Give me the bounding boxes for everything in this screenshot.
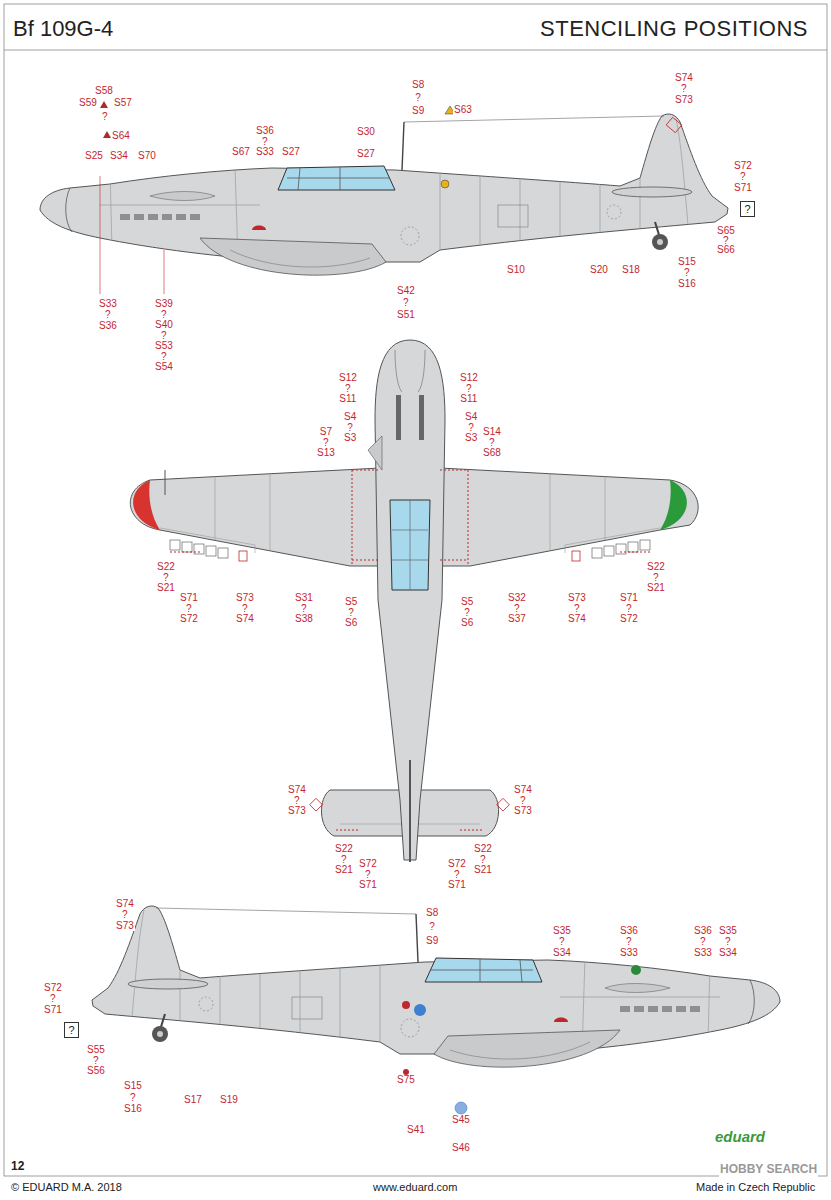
page-title: STENCILING POSITIONS (540, 16, 808, 42)
callout-number: S74 ? S73 (513, 785, 533, 817)
callout-number: S27 (356, 149, 376, 160)
callout-number: S74 ? S73 (287, 785, 307, 817)
callout-number: S71 ? S72 (619, 593, 639, 625)
callout-number: S39 ? S40 ? S53 ? S54 (154, 299, 174, 373)
callout-number: S36 ? S33 (255, 126, 275, 158)
callout-number: S4 ? S3 (343, 412, 357, 444)
plan-view (130, 340, 698, 862)
markers (100, 101, 682, 1114)
callout-number: S74 ? S73 (674, 72, 694, 105)
callout-number: S18 (621, 265, 641, 276)
callout-number: S19 (219, 1095, 239, 1106)
callout-number: S74 ? S73 (115, 898, 135, 931)
callout-number: S7 ? S13 (316, 427, 336, 459)
page-number: 12 (10, 1160, 25, 1174)
callout-number: S72 ? S71 (43, 982, 63, 1015)
callout-number: S8 ? S9 (411, 78, 425, 117)
callout-number: S72 ? S71 (358, 859, 378, 891)
callout-number: S72 ? S71 (733, 160, 753, 193)
callout-number: S58 (94, 86, 114, 97)
box-text: ? (741, 203, 754, 215)
callout-number: S45 (451, 1115, 471, 1126)
callout-number: S22 ? S21 (646, 562, 666, 594)
callout-number: S64 (111, 131, 131, 142)
reference-box: ? (64, 1022, 79, 1038)
callout-number: S5 ? S6 (460, 597, 474, 629)
callout-number: S59 (78, 98, 98, 109)
callout-number: S22 ? S21 (473, 844, 493, 876)
brand-logo: eduard (714, 1128, 766, 1145)
callout-number: S17 (183, 1095, 203, 1106)
copyright: © EDUARD M.A. 2018 (10, 1181, 123, 1194)
callout-number: S75 (396, 1075, 416, 1086)
callout-number: S15 ? S16 (677, 256, 697, 289)
callout-number: S5 ? S6 (344, 597, 358, 629)
callout-number: S12 ? S11 (338, 373, 358, 405)
callout-number: S70 (137, 151, 157, 162)
callout-number: S32 ? S37 (507, 593, 527, 625)
callout-number: S10 (506, 265, 526, 276)
callout-number: S36 ? S33 (693, 925, 713, 958)
callout-number: S55 ? S56 (86, 1045, 106, 1077)
callout-number: S27 (281, 147, 301, 158)
callout-number: S42 ? S51 (396, 285, 416, 321)
callout-number: S41 (406, 1125, 426, 1136)
callout-number: S63 (453, 105, 473, 116)
callout-number: S35 ? S34 (552, 925, 572, 958)
callout-number: S33 ? S36 (98, 298, 118, 331)
callout-number: S30 (356, 127, 376, 138)
callout-number: S31 ? S38 (294, 593, 314, 625)
callout-number: S65 ? S66 (716, 226, 736, 255)
callout-number: S22 ? S21 (334, 844, 354, 876)
callout-number: S15 ? S16 (123, 1080, 143, 1115)
aircraft-type: Bf 109G-4 (12, 16, 114, 41)
callout-number: S46 (451, 1143, 471, 1154)
callout-number: S71 ? S72 (179, 593, 199, 625)
callout-number: S22 ? S21 (156, 562, 176, 594)
callout-number: S25 (84, 151, 104, 162)
callout-number: S4 ? S3 (464, 412, 478, 444)
callout-number: S14 ? S68 (482, 427, 502, 459)
callout-number: S12 ? S11 (459, 373, 479, 405)
callout-number: S8 ? S9 (425, 906, 439, 948)
callout-number: ? (101, 112, 109, 123)
callout-number: S20 (589, 265, 609, 276)
website: www.eduard.com (372, 1181, 458, 1194)
callout-number: S57 (113, 98, 133, 109)
callout-number: S34 (109, 151, 129, 162)
callout-number: S67 (231, 147, 251, 158)
callout-number: S73 ? S74 (567, 593, 587, 625)
watermark: HOBBY SEARCH (719, 1163, 818, 1177)
callout-number: S72 ? S71 (447, 859, 467, 891)
callout-number: S35 ? S34 (718, 925, 738, 958)
reference-box: ? (740, 201, 755, 217)
callout-number: S73 ? S74 (235, 593, 255, 625)
origin-note: Made in Czech Republic (695, 1181, 816, 1194)
box-text: ? (65, 1024, 78, 1036)
callout-number: S36 ? S33 (619, 925, 639, 958)
